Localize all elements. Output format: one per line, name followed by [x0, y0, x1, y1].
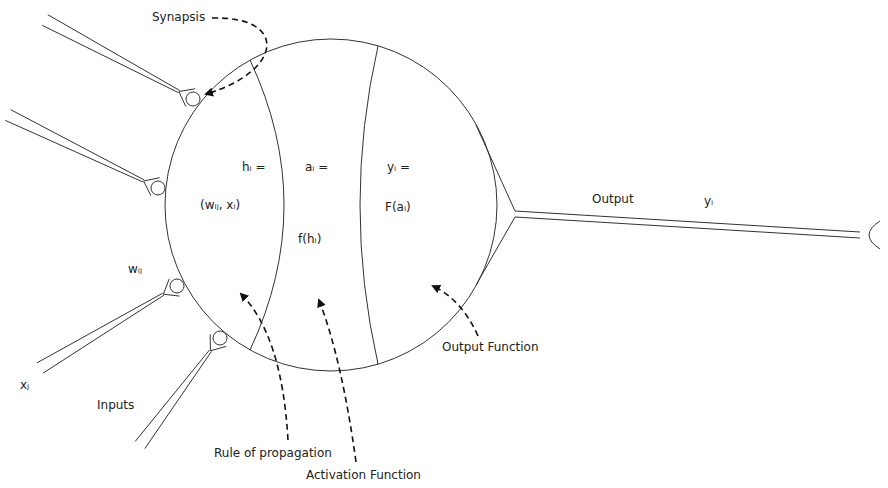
- soma-section: aᵢ = f(hᵢ): [298, 160, 329, 247]
- annotation-label: yᵢ: [704, 194, 713, 209]
- dendrite: [48, 15, 180, 91]
- section-divider: [360, 46, 378, 364]
- dendrite: [43, 295, 164, 373]
- annotation-label: Rule of propagation: [214, 446, 332, 461]
- axon-terminal: [869, 221, 880, 249]
- formula-text: F(aᵢ): [385, 200, 411, 215]
- synapse-circle: [151, 181, 165, 195]
- annotation-label: wᵢⱼ: [128, 262, 142, 277]
- dendrite: [5, 120, 143, 182]
- soma-outline: [165, 39, 497, 371]
- section-divider: [250, 60, 284, 350]
- synapse-fork: [179, 89, 195, 107]
- synapse-circle: [170, 279, 184, 293]
- leader-arrow: [433, 286, 478, 336]
- leader-arrow: [241, 294, 288, 440]
- soma-section: yᵢ = F(aᵢ): [385, 160, 411, 215]
- annotation-label: Output Function: [442, 340, 539, 355]
- dendrite: [11, 110, 145, 180]
- synapse-circle: [213, 331, 227, 345]
- formula-text: (wᵢⱼ, xᵢ): [200, 198, 240, 213]
- formula-text: hᵢ =: [242, 160, 266, 175]
- dendrite: [145, 352, 212, 449]
- formula-text: aᵢ =: [305, 160, 328, 175]
- axon-line: [515, 217, 860, 238]
- axon-hillock: [476, 217, 515, 285]
- leader-arrow: [206, 18, 267, 94]
- annotation-label: Activation Function: [306, 468, 421, 483]
- annotation-label: Output: [592, 192, 634, 207]
- axon-hillock: [476, 125, 515, 211]
- annotation-label: xⱼ: [20, 378, 29, 393]
- axon-line: [515, 211, 860, 232]
- formula-text: f(hᵢ): [298, 232, 321, 247]
- annotation-label: Inputs: [97, 398, 134, 413]
- annotation-label: Synapsis: [152, 10, 205, 25]
- dendrite: [37, 293, 163, 363]
- formula-text: yᵢ =: [387, 160, 410, 175]
- soma-section: hᵢ = (wᵢⱼ, xᵢ): [200, 160, 266, 213]
- dendrite: [42, 25, 178, 92]
- synapse-circle: [186, 92, 200, 106]
- synapse-fork: [144, 178, 160, 196]
- dendrite: [135, 350, 209, 441]
- leader-arrow: [319, 300, 356, 462]
